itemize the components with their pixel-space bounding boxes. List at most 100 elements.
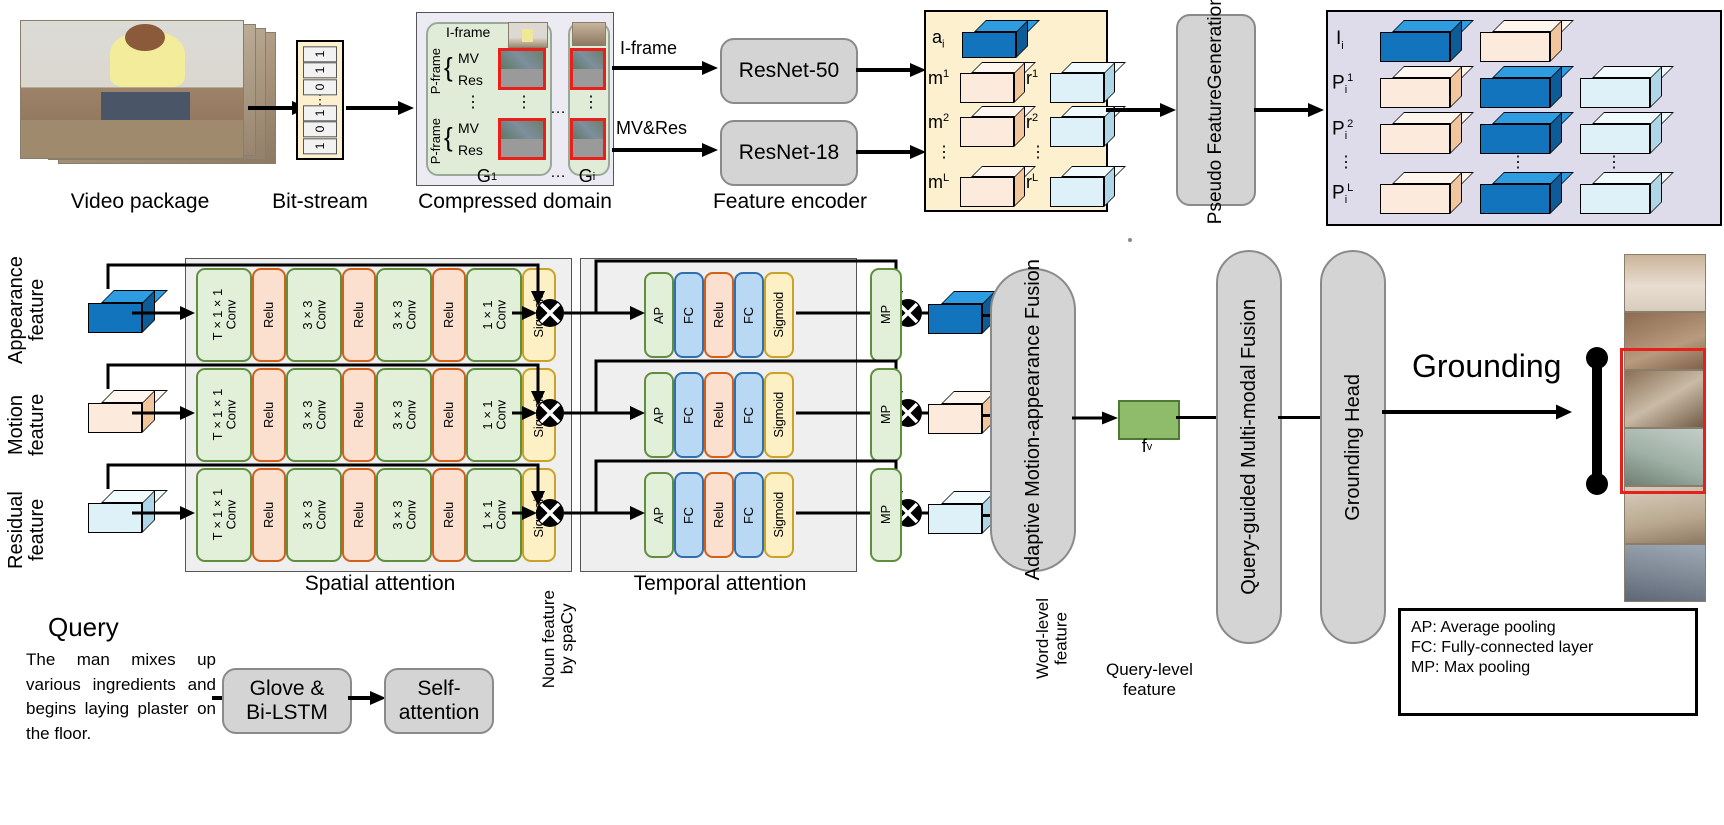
vdots-r: ⋮ — [1030, 144, 1046, 161]
temporal-cell-sigmoid-r1-4: Sigmoid — [764, 372, 794, 458]
cube-motion-m1 — [960, 62, 1036, 103]
temporal-cell-fc-r0-3: FC — [734, 272, 764, 358]
glove-bilstm-block[interactable]: Glove & Bi-LSTM — [222, 668, 352, 734]
pseudo-cube-residual-3-2 — [1580, 172, 1674, 214]
cube-residual-r2 — [1050, 106, 1126, 147]
cube-input-appearance — [88, 290, 168, 333]
grounding-head-block[interactable]: Grounding Head — [1320, 250, 1386, 644]
iframe-thumb-g1 — [508, 22, 548, 48]
result-frame-5 — [1624, 486, 1706, 544]
qgmf-block[interactable]: Query-guided Multi-modal Fusion — [1216, 250, 1282, 644]
temporal-cell-relu-r1-2: Relu — [704, 372, 734, 458]
line-fv-to-qgmf — [1176, 416, 1218, 419]
label-r2: r2 — [1026, 112, 1039, 132]
vdots-pseudo-col2: ⋮ — [1510, 154, 1526, 171]
resnet50-block[interactable]: ResNet-50 — [720, 38, 858, 104]
mvres-thumb-g1-a — [498, 48, 546, 90]
temporal-cell-ap-r0-0: AP — [644, 272, 674, 358]
iframe-arrow-label: I-frame — [620, 38, 678, 58]
spatial-cell-relu-r1-1: Relu — [252, 368, 286, 462]
legend-item-mp: MP: Max pooling — [1411, 659, 1531, 676]
label-P1: Pi1 — [1332, 72, 1354, 97]
spatial-cell-conv-r1-6: 1×1 Conv — [466, 368, 522, 462]
spatial-multiply-node-0 — [536, 299, 564, 327]
word-level-feature-flow-label: Word-level feature — [1033, 598, 1071, 679]
temporal-cell-sigmoid-r0-4: Sigmoid — [764, 272, 794, 358]
label-r1: r1 — [1026, 68, 1039, 88]
legend-item-ap: AP: Average pooling — [1411, 619, 1556, 636]
brace-g1-b: { — [444, 122, 453, 152]
spatial-cell-conv-r2-0: T×1×1 Conv — [196, 468, 252, 562]
bitstream-bit: 1 — [303, 46, 337, 63]
temporal-cell-fc-r1-1: FC — [674, 372, 704, 458]
cube-motion-mL — [960, 166, 1036, 207]
arrow-bitstream-to-compressed — [346, 101, 414, 115]
arrow-fusion-to-fv — [1072, 411, 1118, 425]
cube-residual-r1 — [1050, 62, 1126, 103]
mvres-thumb-gi-a — [570, 48, 606, 90]
vdots-P-label: ⋮ — [1338, 154, 1354, 171]
temporal-cell-sigmoid-r2-4: Sigmoid — [764, 472, 794, 558]
pseudo-cube-residual-1-2 — [1580, 66, 1674, 108]
line-out-to-fusion-2 — [982, 514, 996, 517]
result-frame-3 — [1624, 370, 1706, 428]
pseudo-cube-motion-2-0 — [1380, 112, 1474, 154]
mv-label-g1-a: MV — [458, 50, 479, 66]
bitstream-label: Bit-stream — [272, 190, 368, 213]
pseudo-cube-appearance-2-1 — [1480, 112, 1574, 154]
label-m2: m2 — [928, 112, 950, 132]
mvres-thumb-g1-b — [498, 118, 546, 160]
timeline-indicator — [1586, 347, 1608, 495]
self-attention-block[interactable]: Self- attention — [384, 668, 494, 734]
spatial-cell-conv-r0-0: T×1×1 Conv — [196, 268, 252, 362]
legend-item-fc: FC: Fully-connected layer — [1411, 639, 1594, 656]
spatial-cell-relu-r0-1: Relu — [252, 268, 286, 362]
query-guided-fusion-block[interactable] — [1128, 238, 1132, 242]
temporal-attention-label: Temporal attention — [633, 572, 807, 595]
pseudo-cube-appearance-1-1 — [1480, 66, 1574, 108]
cube-output-motion — [928, 391, 1008, 434]
pseudo-cube-appearance-3-1 — [1480, 172, 1574, 214]
temporal-cell-relu-r0-2: Relu — [704, 272, 734, 358]
vdots-gi: ⋮ — [583, 94, 599, 111]
spatial-cell-conv-r0-2: 3×3 Conv — [286, 268, 342, 362]
temporal-cell-fc-r2-3: FC — [734, 472, 764, 558]
mv-label-g1-b: MV — [458, 120, 479, 136]
spatial-cell-relu-r2-3: Relu — [342, 468, 376, 562]
label-rL: rL — [1026, 172, 1039, 192]
resnet18-block[interactable]: ResNet-18 — [720, 120, 858, 186]
label-I-i: Ii — [1336, 28, 1344, 52]
label-P2: Pi2 — [1332, 118, 1354, 143]
spatial-cell-relu-r2-5: Relu — [432, 468, 466, 562]
pframe-label-g1-a: P-frame — [428, 48, 443, 95]
feature-encoder-label: Feature encoder — [712, 190, 868, 213]
max-pooling-cell-1: MP — [870, 368, 902, 462]
bitstream-ellipsis: ⋮ — [313, 91, 327, 107]
res-label-g1-a: Res — [458, 72, 483, 88]
adaptive-fusion-block[interactable]: Adaptive Motion-appearance Fusion — [990, 259, 1076, 581]
spatial-multiply-node-2 — [536, 499, 564, 527]
vdots-g1-a: ⋮ — [465, 94, 481, 111]
spatial-cell-conv-r2-6: 1×1 Conv — [466, 468, 522, 562]
label-mL: mL — [928, 172, 950, 192]
gop-hdots-inner: … — [550, 100, 566, 117]
vdots-m: ⋮ — [936, 144, 952, 161]
max-pooling-label: MP — [878, 305, 894, 325]
spatial-cell-conv-r1-4: 3×3 Conv — [376, 368, 432, 462]
max-pooling-cell-2: MP — [870, 468, 902, 562]
bitstream-bit: 1 — [303, 62, 337, 79]
temporal-cell-relu-r2-2: Relu — [704, 472, 734, 558]
line-out-to-fusion-0 — [982, 314, 996, 317]
vdots-g1-b: ⋮ — [516, 94, 532, 111]
label-PL: PiL — [1332, 182, 1354, 207]
mvres-thumb-gi-b — [570, 118, 606, 160]
spatial-cell-conv-r2-2: 3×3 Conv — [286, 468, 342, 562]
pseudo-cube-residual-2-2 — [1580, 112, 1674, 154]
cube-appearance-ai — [962, 20, 1040, 58]
pseudo-cube-motion-1-0 — [1380, 66, 1474, 108]
